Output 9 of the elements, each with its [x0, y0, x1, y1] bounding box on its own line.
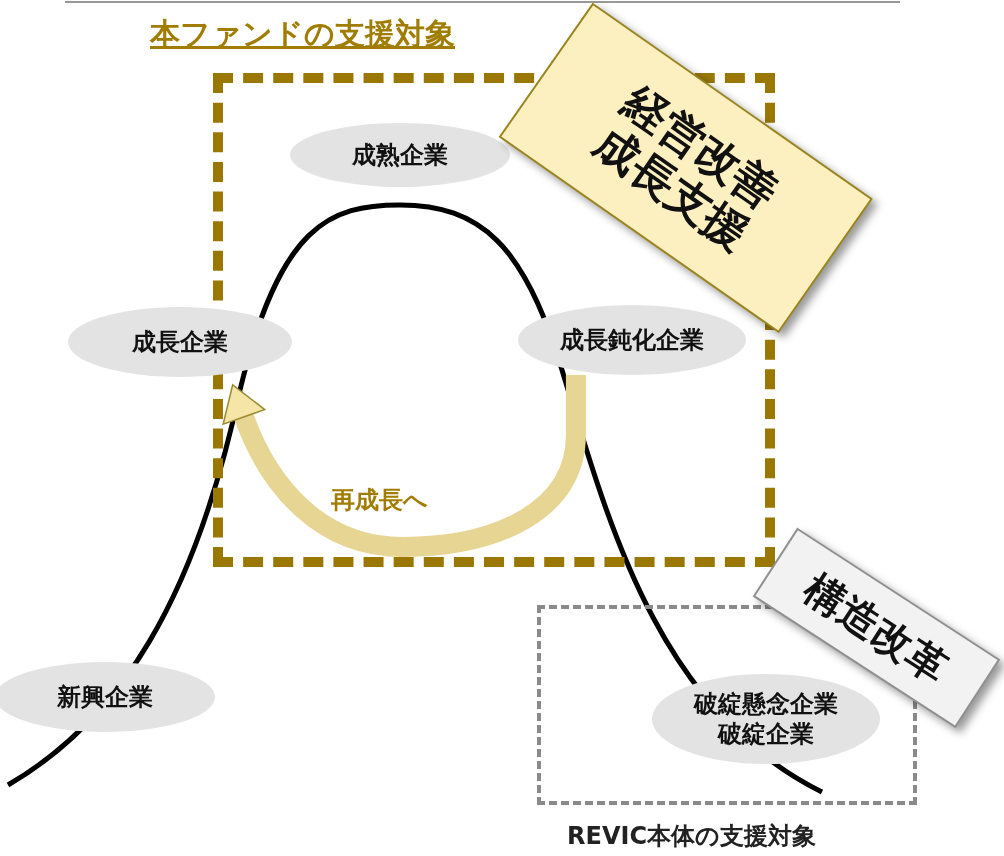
section-heading: 本ファンドの支援対象	[150, 15, 455, 53]
stage-ellipse: 成長企業	[68, 307, 292, 377]
curved-arrow	[222, 375, 586, 557]
edge-label: 再成長へ	[330, 485, 428, 516]
stage-ellipse: 破綻懸念企業 破綻企業	[652, 674, 880, 764]
stage-ellipse: 新興企業	[0, 662, 215, 732]
stage-ellipse: 成熟企業	[290, 123, 510, 187]
frame-caption: REVIC本体の支援対象	[567, 821, 816, 852]
stage-ellipse: 成長鈍化企業	[518, 305, 746, 375]
